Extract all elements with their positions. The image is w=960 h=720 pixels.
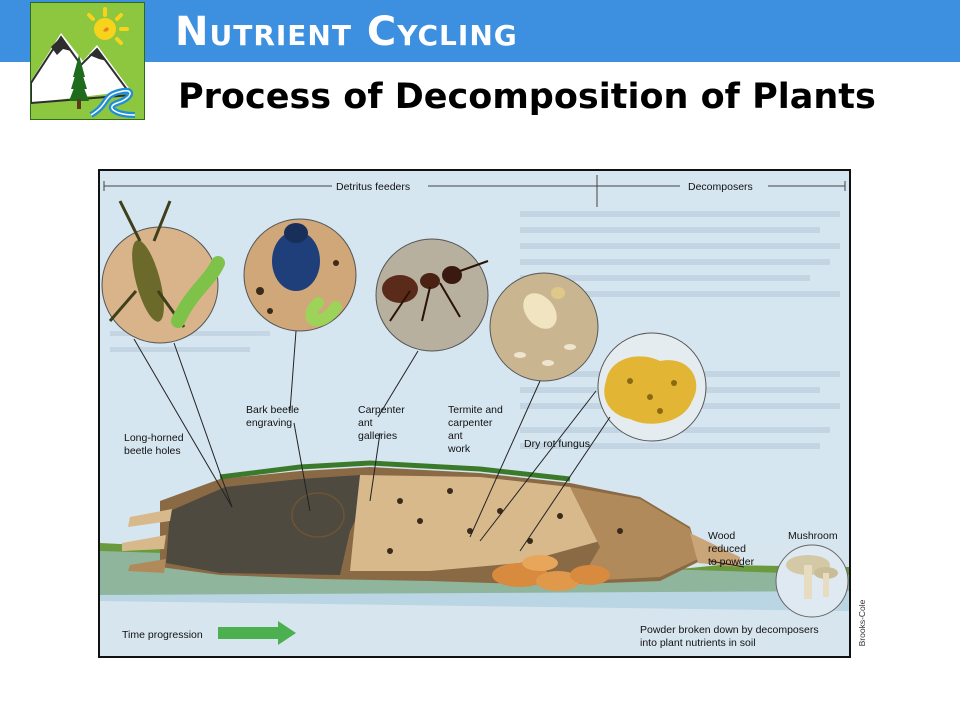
dry-rot-fungus-illustration [597, 332, 707, 442]
section-decomposers: Decomposers [688, 181, 753, 193]
mushroom-illustration [775, 544, 849, 618]
label-time-progression: Time progression [122, 629, 203, 641]
label-long-horned-1: Long-horned [124, 432, 184, 444]
label-termite-2: carpenter [448, 417, 493, 429]
label-long-horned-2: beetle holes [124, 445, 181, 457]
long-horned-beetle-illustration [101, 200, 225, 344]
label-wood-2: reduced [708, 543, 746, 555]
label-bark-1: Bark beetle [246, 404, 299, 416]
termite-illustration [489, 272, 599, 382]
label-powder-2: into plant nutrients in soil [640, 637, 756, 649]
logo-icon [30, 2, 145, 120]
section-detritus-feeders: Detritus feeders [336, 181, 410, 193]
label-termite-1: Termite and [448, 404, 503, 416]
credit-text: Brooks-Cole [854, 600, 868, 652]
credit-label: Brooks-Cole [857, 599, 867, 647]
pointer-lines [133, 330, 745, 568]
label-mushroom: Mushroom [788, 530, 838, 542]
label-wood-3: to powder [708, 556, 755, 568]
bark-beetle-illustration [243, 218, 357, 332]
label-bark-2: engraving [246, 417, 292, 429]
section-header [103, 175, 846, 207]
decomposition-figure: Detritus feeders Decomposers [98, 169, 851, 658]
label-carpenter-3: galleries [358, 430, 397, 442]
page-subtitle: Process of Decomposition of Plants [178, 77, 876, 117]
header-bar [0, 0, 960, 62]
decaying-log [122, 460, 740, 585]
label-wood-1: Wood [708, 530, 735, 542]
label-termite-4: work [447, 443, 471, 455]
page-title: Nutrient Cycling [175, 9, 518, 55]
time-arrow-icon [218, 621, 296, 645]
label-carpenter-1: Carpenter [358, 404, 405, 416]
carpenter-ant-illustration [375, 238, 489, 352]
shelf-fungus [492, 555, 610, 591]
label-powder-1: Powder broken down by decomposers [640, 624, 819, 636]
label-dry-rot: Dry rot fungus [524, 438, 590, 450]
label-termite-3: ant [448, 430, 463, 442]
label-carpenter-2: ant [358, 417, 373, 429]
